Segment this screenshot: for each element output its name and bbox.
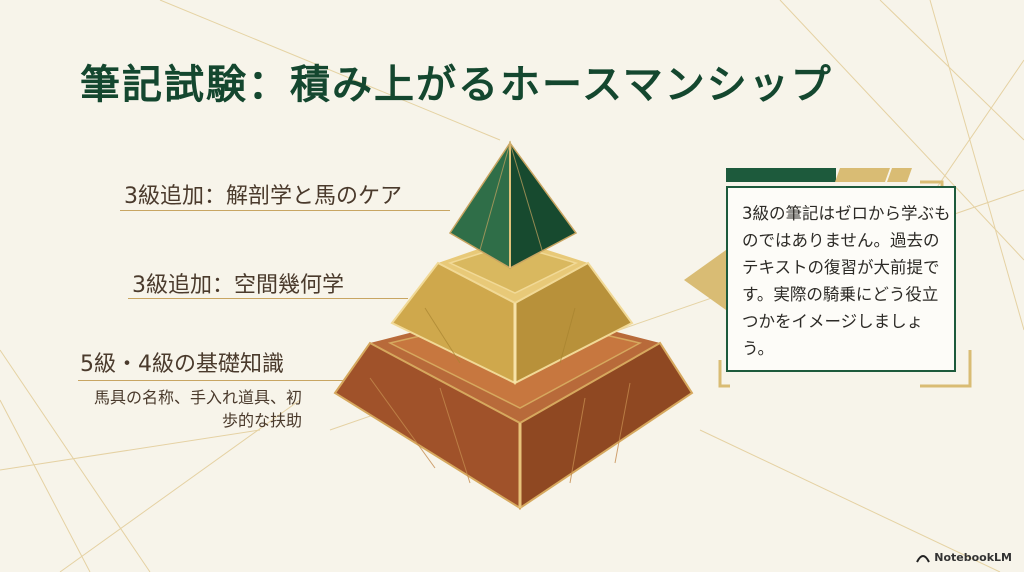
- callout-frame: [684, 168, 972, 388]
- leader-line-top: [120, 210, 450, 211]
- callout-box: [726, 186, 956, 372]
- leader-line-bottom: [78, 380, 348, 381]
- leader-line-middle: [128, 298, 408, 299]
- level-label-top: 3級追加：解剖学と馬のケア: [124, 184, 402, 209]
- brand-logo: NotebookLM: [916, 551, 1012, 564]
- pyramid-middle-tier: [390, 238, 634, 385]
- brand-name: NotebookLM: [934, 551, 1012, 564]
- pyramid-diagram: [333, 140, 694, 510]
- callout-pointer: [684, 250, 726, 310]
- callout-text: 3級の筆記はゼロから学ぶものではありません。過去のテキストの復習が大前提です。実…: [742, 204, 951, 358]
- notebooklm-icon: [916, 554, 931, 562]
- level-label-middle: 3級追加：空間幾何学: [132, 273, 344, 298]
- page-title: 筆記試験：積み上がるホースマンシップ: [80, 62, 833, 108]
- pyramid-apex: [448, 140, 578, 270]
- level-label-bottom: 5級・4級の基礎知識: [80, 352, 284, 377]
- level-label-bottom-detail: 馬具の名称、手入れ道具、初歩的な扶助: [93, 388, 302, 430]
